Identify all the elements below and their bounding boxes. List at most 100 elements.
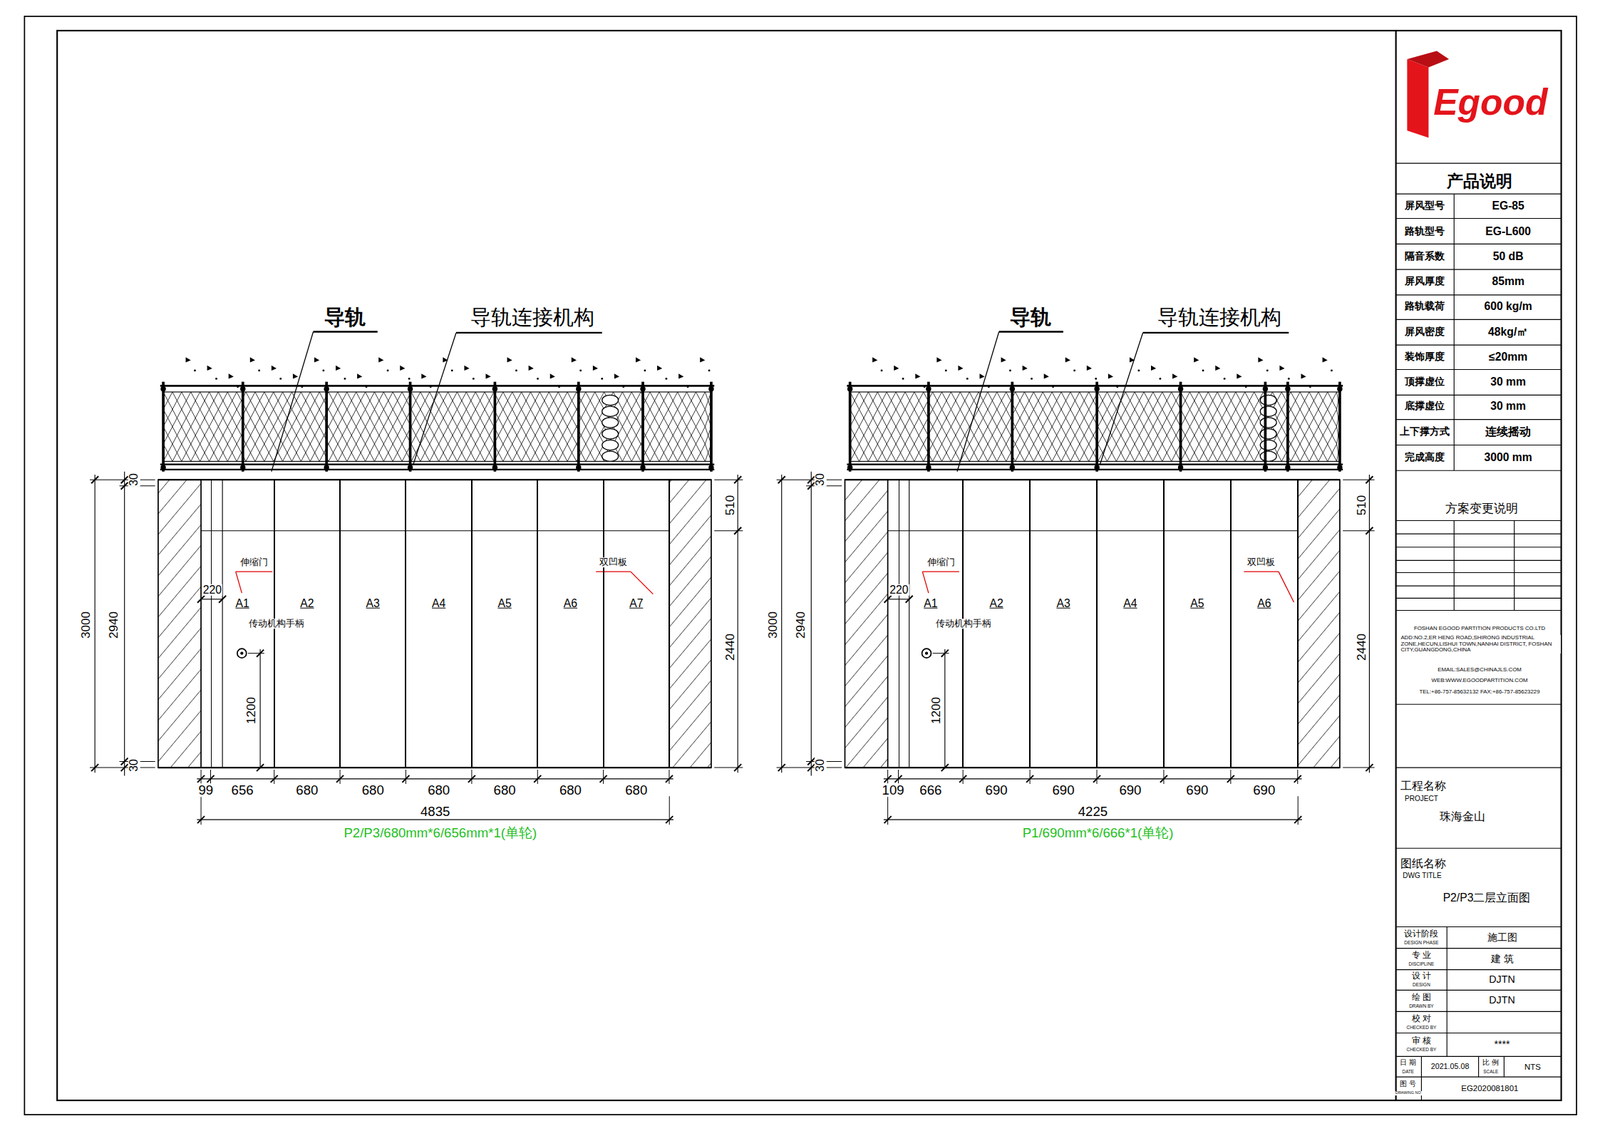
dimension-tick xyxy=(941,649,949,658)
dimension-text: 656 xyxy=(230,783,255,798)
hanger-bolt xyxy=(575,464,581,470)
partition-panel: A3 xyxy=(1029,479,1097,768)
dimension-tick xyxy=(778,476,786,484)
ceiling-mark xyxy=(1065,357,1071,363)
ceiling-dot xyxy=(515,369,518,372)
ceiling-mark xyxy=(421,373,427,379)
table-cell: EG-85 xyxy=(1490,200,1525,213)
dimension-text: 4225 xyxy=(1077,804,1109,819)
leader-line xyxy=(1099,332,1143,465)
wall-section xyxy=(158,479,201,768)
dimension-text: 1200 xyxy=(244,696,258,725)
insulation-box xyxy=(163,391,712,462)
field-value: DJTN xyxy=(1488,995,1516,1007)
dimension-text: 2440 xyxy=(723,632,737,662)
leader-line xyxy=(235,571,243,593)
ceiling-mark xyxy=(207,365,213,371)
ceiling-dot xyxy=(1094,377,1097,380)
ceiling-mark xyxy=(1193,357,1199,363)
table-rule xyxy=(1396,470,1562,472)
ceiling-dot xyxy=(1223,377,1226,380)
hanger-bolt xyxy=(1262,386,1268,392)
ceiling-dot xyxy=(579,369,582,372)
callout-text: 伸缩门 xyxy=(926,557,956,568)
table-cell: 屏风型号 xyxy=(1404,200,1446,212)
ceiling-mark xyxy=(1322,357,1328,363)
hanger-bolt xyxy=(492,386,498,392)
ceiling-mark xyxy=(957,365,963,371)
panel-number: A6 xyxy=(1256,597,1272,611)
logo-mark xyxy=(1406,51,1449,68)
extension-line xyxy=(273,769,275,784)
table-rule xyxy=(1396,319,1562,320)
extension-line xyxy=(668,769,670,784)
extension-line xyxy=(210,769,211,784)
panel-number: A1 xyxy=(234,597,250,611)
hanger-bolt xyxy=(925,386,931,392)
hanger-bolt xyxy=(240,464,246,470)
ceiling-mark xyxy=(893,365,899,371)
dimension-text: 666 xyxy=(918,783,943,798)
hanger-bolt xyxy=(323,464,329,470)
part-label: 导轨连接机构 xyxy=(469,306,596,328)
dimension-text: 680 xyxy=(361,783,385,798)
label-underline xyxy=(1143,332,1290,334)
title-block-border xyxy=(1395,30,1397,1101)
dimension-text: 4835 xyxy=(419,804,451,819)
table-rule xyxy=(1396,560,1562,561)
partition-panel: A4 xyxy=(405,479,472,768)
callout-text: 伸缩门 xyxy=(239,557,269,568)
field-name: DRAWING NO xyxy=(1394,1091,1422,1096)
ceiling-mark xyxy=(463,365,469,371)
dimension-tick xyxy=(91,476,99,484)
dimension-text: 690 xyxy=(1118,783,1142,798)
table-cell: 顶撑虚位 xyxy=(1404,376,1446,387)
dimension-text: 2440 xyxy=(1354,632,1368,662)
table-cell: 48kg/㎡ xyxy=(1487,325,1529,338)
table-rule xyxy=(1396,520,1562,521)
field-value: NTS xyxy=(1523,1062,1542,1072)
rail-hanger xyxy=(848,382,852,472)
dimension-line xyxy=(260,649,261,768)
ceiling-mark xyxy=(1044,373,1050,379)
extension-line xyxy=(405,769,407,784)
dimension-text: 99 xyxy=(197,783,214,798)
table-cell: 600 kg/m xyxy=(1483,300,1533,313)
dimension-text: 3000 xyxy=(766,610,779,639)
dimension-line xyxy=(124,471,125,777)
ceiling-dot xyxy=(408,377,411,380)
field-name: DATE xyxy=(1401,1069,1415,1075)
hanger-bolt xyxy=(1093,386,1099,392)
extension-line xyxy=(89,479,156,481)
field-name: 图 号 xyxy=(1399,1080,1417,1089)
table-rule xyxy=(1396,344,1562,346)
ceiling-mark xyxy=(186,357,192,363)
field-name: 比 例 xyxy=(1481,1059,1500,1067)
table-cell: 完成高度 xyxy=(1404,451,1446,463)
insulation-roll xyxy=(1260,394,1277,405)
callout-text: 传动机构手柄 xyxy=(248,618,306,629)
table-rule xyxy=(1396,546,1562,548)
table-cell: 3000 mm xyxy=(1483,451,1533,464)
ceiling-mark xyxy=(635,357,641,363)
insulation-roll xyxy=(1260,451,1277,462)
ceiling-dot xyxy=(344,377,347,380)
ceiling-mark xyxy=(678,373,684,379)
field-name: 设计阶段 xyxy=(1403,928,1439,938)
hanger-bolt xyxy=(492,464,498,470)
table-heading: 方案变更说明 xyxy=(1444,501,1519,515)
ceiling-mark xyxy=(657,365,663,371)
insulation-roll xyxy=(602,451,619,462)
dimension-line xyxy=(94,474,96,773)
dimension-tick xyxy=(884,595,892,603)
ceiling-mark xyxy=(614,373,620,379)
field-value: P2/P3二层立面图 xyxy=(1442,892,1532,905)
table-rule xyxy=(1396,1032,1562,1034)
field-name: CHECKED BY xyxy=(1406,1024,1438,1030)
dimension-tick xyxy=(256,764,264,772)
ceiling-dot xyxy=(1287,377,1290,380)
extension-line xyxy=(89,767,156,769)
field-name: 工程名称 xyxy=(1399,780,1447,793)
ceiling-mark xyxy=(1086,365,1092,371)
